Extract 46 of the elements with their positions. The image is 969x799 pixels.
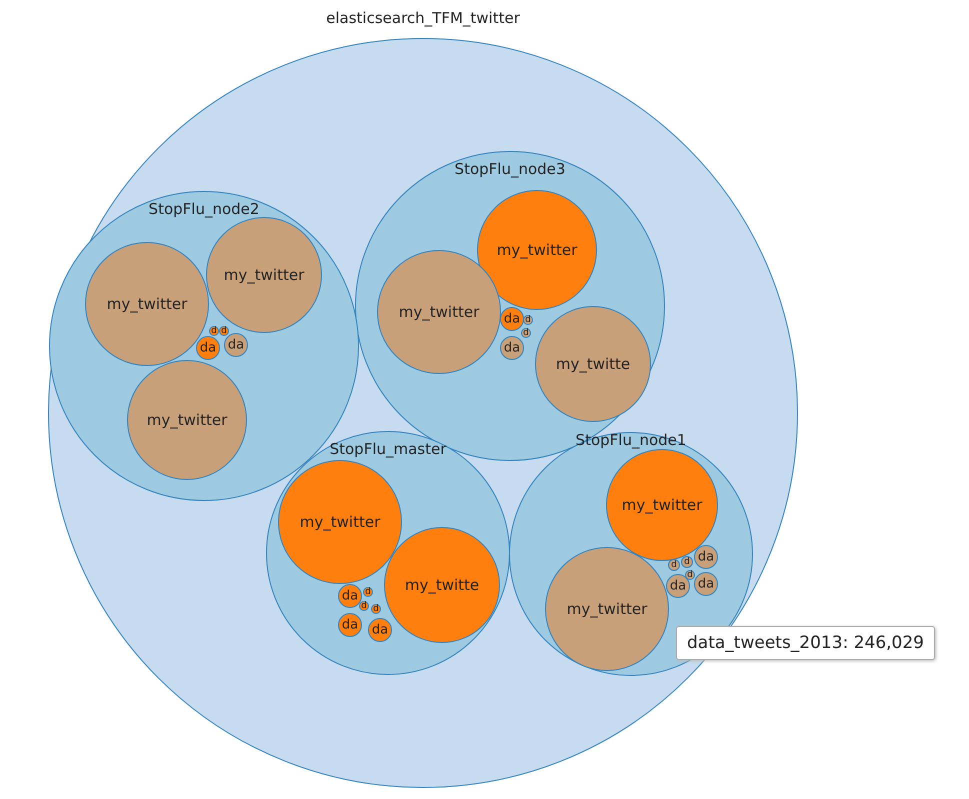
bubble <box>338 584 362 608</box>
bubble-label: da <box>342 618 358 632</box>
bubble-label: my_twitte <box>556 355 630 373</box>
bubble <box>500 336 524 360</box>
bubble-label: d <box>671 560 677 570</box>
bubble <box>500 307 524 331</box>
bubble-label: my_twitter <box>566 600 648 618</box>
bubble-label: d <box>361 601 367 611</box>
bubble <box>224 333 248 357</box>
bubble <box>694 545 718 569</box>
bubble-label: d <box>211 326 217 336</box>
bubble-label: d <box>373 604 379 614</box>
tooltip: data_tweets_2013: 246,029 <box>676 626 935 660</box>
bubble-label: da <box>698 576 714 592</box>
bubble-label: da <box>342 588 358 604</box>
bubble <box>338 613 362 637</box>
bubble-label: d <box>525 315 531 325</box>
bubble-label: d <box>365 587 371 597</box>
bubble-label: da <box>504 312 520 326</box>
bubble <box>694 572 718 596</box>
bubble-label: my_twitter <box>398 303 480 321</box>
bubble-label: my_twitter <box>224 266 304 284</box>
bubble-label: d <box>523 328 529 338</box>
bubble-label: my_twitte <box>404 576 480 594</box>
bubble-label: my_twitter <box>622 496 702 514</box>
bubble-label: d <box>687 570 693 580</box>
bubble <box>681 556 693 568</box>
bubble-label: my_twitter <box>146 411 228 429</box>
bubble-label: da <box>504 340 520 356</box>
bubble-label: d <box>684 557 690 567</box>
group-label: elasticsearch_TFM_twitter <box>326 9 520 27</box>
bubble <box>196 336 220 360</box>
bubble-label: my_twitter <box>496 241 578 259</box>
bubble <box>668 559 680 571</box>
bubble-label: da <box>372 622 388 638</box>
bubble-label: d <box>221 326 227 336</box>
group-label: StopFlu_node3 <box>454 160 566 178</box>
bubble-label: da <box>698 550 714 564</box>
group-label: StopFlu_master <box>330 440 446 458</box>
bubble-label: my_twitter <box>106 295 188 313</box>
group-label: StopFlu_node2 <box>148 200 260 218</box>
bubble-label: da <box>200 340 216 356</box>
bubble-label: da <box>670 578 686 594</box>
bubble <box>368 618 392 642</box>
bubble-label: my_twitter <box>300 513 380 531</box>
bubble-label: da <box>228 338 244 352</box>
